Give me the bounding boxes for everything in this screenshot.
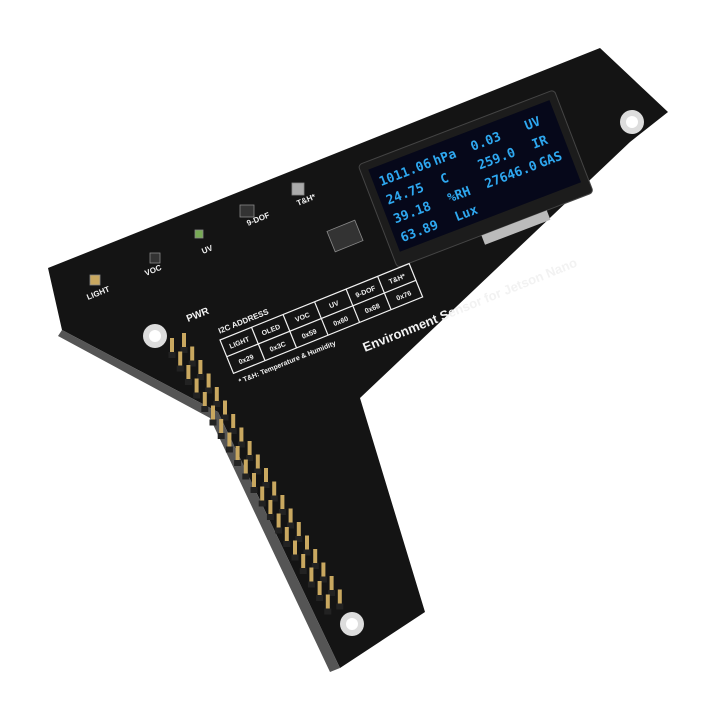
header-pin (247, 441, 252, 457)
header-pin (239, 427, 244, 444)
header-pin (178, 351, 183, 368)
pin-base (246, 455, 254, 461)
pin-base (225, 446, 233, 453)
pin-base (188, 360, 196, 367)
header-pin (214, 387, 219, 403)
pin-base (217, 433, 225, 439)
header-pin (227, 432, 232, 449)
header-pin (223, 400, 227, 417)
pin-base (262, 482, 270, 488)
pin-base (328, 590, 336, 596)
pin-base (234, 460, 242, 466)
header-pin (206, 373, 211, 390)
pin-base (278, 509, 286, 515)
header-pin (264, 468, 268, 484)
pin-base (336, 603, 344, 610)
header-pin (170, 338, 174, 354)
pin-base (229, 428, 237, 434)
oled-value: IR (530, 133, 550, 153)
header-pin (276, 513, 281, 530)
pin-base (291, 554, 299, 561)
header-pin (235, 446, 240, 462)
header-pin (198, 360, 203, 376)
header-pin (293, 540, 297, 557)
header-pin (190, 346, 195, 363)
header-pin (337, 589, 342, 606)
header-pin (260, 486, 265, 503)
pin-base (209, 419, 217, 426)
pin-base (180, 347, 188, 353)
header-pin (313, 549, 318, 565)
header-pin (321, 562, 326, 579)
header-pin (194, 378, 199, 395)
header-pin (182, 333, 186, 349)
header-pin (211, 405, 215, 422)
pin-base (250, 487, 258, 493)
pin-base (270, 495, 278, 502)
gpio-header (168, 333, 344, 615)
table-header: UV (328, 300, 340, 310)
pin-base (258, 500, 266, 507)
pin-base (319, 576, 327, 583)
header-pin (317, 581, 322, 597)
header-pin (272, 481, 277, 498)
pin-base (254, 468, 262, 475)
pin-base (311, 563, 319, 569)
pin-base (287, 522, 295, 529)
header-pin (296, 522, 301, 538)
pin-base (196, 374, 204, 380)
mounting-holes (143, 110, 644, 636)
header-pin (255, 454, 260, 471)
pin-base (295, 536, 303, 542)
pin-base (205, 387, 213, 394)
pin-base (168, 352, 176, 358)
header-pin (309, 567, 314, 584)
sensor-components (89, 182, 364, 286)
label-uv: UV (200, 243, 214, 256)
pin-base (184, 379, 192, 385)
pin-base (221, 414, 229, 421)
pin-base (176, 365, 184, 372)
pin-base (275, 527, 283, 534)
pin-base (201, 406, 209, 412)
pin-base (242, 473, 250, 480)
header-pin (231, 414, 236, 430)
header-pin (268, 500, 273, 516)
header-pin (219, 419, 224, 435)
header-pin (305, 535, 309, 552)
oled-value: UV (523, 114, 543, 134)
header-pin (202, 392, 207, 408)
oled-display: 1011.06hPa0.03UV24.75C259.0IR39.18%RH276… (358, 90, 593, 268)
pcb-board (48, 48, 668, 668)
header-pin (186, 365, 191, 381)
pin-base (213, 401, 221, 407)
pin-base (324, 608, 332, 615)
pin-base (299, 568, 307, 574)
header-pin (284, 527, 289, 543)
header-pin (288, 508, 293, 525)
pin-base (266, 514, 274, 520)
header-pin (301, 554, 306, 570)
header-pin (243, 459, 248, 476)
header-pin (329, 576, 334, 592)
header-pin (252, 473, 256, 489)
pin-base (193, 392, 201, 399)
header-pin (325, 594, 330, 611)
pin-base (237, 441, 245, 448)
pin-base (307, 581, 315, 588)
pin-base (283, 541, 291, 547)
header-pin (280, 495, 285, 511)
pin-base (316, 595, 324, 601)
pin-base (303, 549, 311, 556)
